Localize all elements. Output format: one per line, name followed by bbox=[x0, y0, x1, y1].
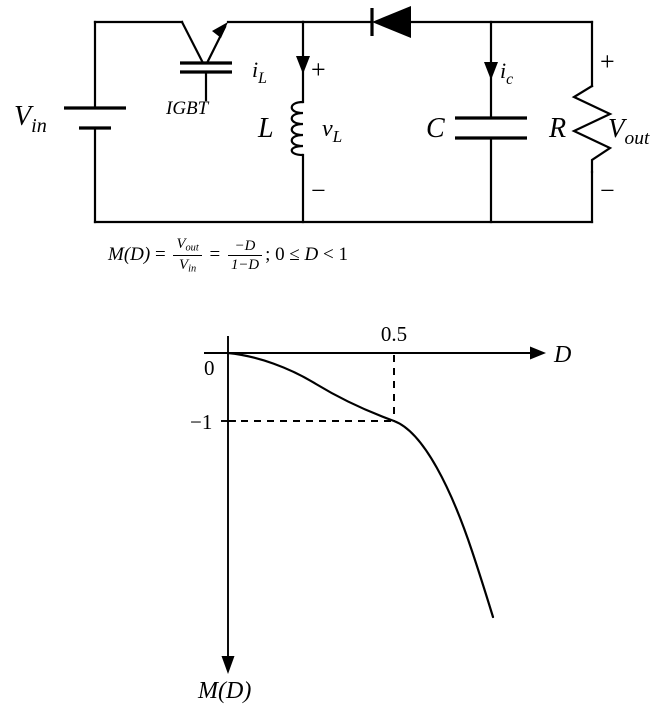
label-x-axis-D: D bbox=[553, 342, 571, 368]
label-inductor-plus: + bbox=[311, 55, 326, 84]
label-inductor: L bbox=[257, 113, 274, 144]
fraction-numerator-vout: Vout bbox=[173, 236, 202, 257]
equation-equals-1: = bbox=[154, 244, 166, 266]
label-origin-zero: 0 bbox=[204, 356, 215, 380]
equation-domain-high: 1 bbox=[338, 244, 349, 266]
label-inductor-voltage: vL bbox=[322, 116, 342, 146]
voltage-source-symbol bbox=[64, 106, 126, 130]
x-axis-arrowhead bbox=[530, 346, 546, 360]
capacitor-symbol bbox=[455, 116, 527, 140]
plot-curve-group bbox=[226, 351, 495, 619]
label-resistor: R bbox=[548, 113, 566, 144]
inductor-current-arrowhead bbox=[296, 56, 310, 74]
label-inductor-minus: − bbox=[311, 176, 326, 205]
equation-domain-low: 0 bbox=[275, 244, 285, 266]
diode-symbol bbox=[370, 6, 411, 38]
label-output-minus: − bbox=[600, 176, 615, 205]
resistor-zigzag bbox=[571, 84, 613, 174]
equation-fraction-duty: −D 1−D bbox=[227, 238, 263, 274]
label-vin: Vin bbox=[14, 101, 47, 137]
plot-labels: 0 −1 0.5 D M(D) bbox=[190, 322, 571, 704]
igbt-emitter-arrow bbox=[212, 22, 228, 38]
plot-x-axis bbox=[204, 346, 546, 360]
fraction-numerator-minusD: −D bbox=[227, 238, 263, 257]
equation-semicolon: ; bbox=[265, 244, 271, 266]
equation-fraction-voltages: Vout Vin bbox=[173, 236, 202, 276]
inductor-symbol bbox=[290, 100, 305, 157]
equation-lhs-arg: (D) bbox=[123, 244, 151, 266]
fraction-denominator-vin: Vin bbox=[179, 257, 197, 275]
circuit-wires bbox=[93, 20, 594, 224]
equation-lt-sign: < bbox=[323, 244, 334, 266]
label-y-minus-one: −1 bbox=[190, 410, 212, 434]
label-inductor-current: iL bbox=[252, 57, 267, 87]
equation-domain-var: D bbox=[304, 244, 319, 266]
capacitor-current-arrowhead bbox=[484, 62, 498, 80]
igbt-symbol bbox=[180, 20, 232, 102]
label-capacitor: C bbox=[426, 113, 445, 144]
label-y-axis-MD: M(D) bbox=[197, 678, 251, 704]
inductor-coils bbox=[290, 100, 305, 157]
label-igbt: IGBT bbox=[165, 98, 210, 119]
curve-conversion-ratio bbox=[226, 351, 495, 619]
equation-equals-2: = bbox=[209, 244, 221, 266]
resistor-symbol bbox=[571, 84, 613, 174]
label-output-plus: + bbox=[600, 47, 615, 76]
plot-guides bbox=[228, 355, 395, 422]
label-capacitor-current: ic bbox=[500, 58, 513, 88]
current-arrows bbox=[296, 56, 498, 80]
conversion-ratio-equation: M(D) = Vout Vin = −D 1−D ; 0 ≤ D < 1 bbox=[108, 236, 348, 276]
plot-y-axis bbox=[221, 336, 236, 674]
fraction-denominator-1minusD: 1−D bbox=[230, 257, 260, 274]
equation-lhs-symbol: M bbox=[108, 244, 124, 266]
label-x-half: 0.5 bbox=[381, 322, 407, 346]
igbt-collector-lead bbox=[180, 20, 205, 65]
equation-le-sign: ≤ bbox=[289, 244, 300, 266]
diode-triangle bbox=[372, 6, 411, 38]
circuit-labels: Vin IGBT iL + L vL − ic C R + Vout bbox=[14, 47, 650, 205]
label-vout: Vout bbox=[608, 113, 650, 149]
y-axis-arrowhead bbox=[221, 656, 235, 674]
